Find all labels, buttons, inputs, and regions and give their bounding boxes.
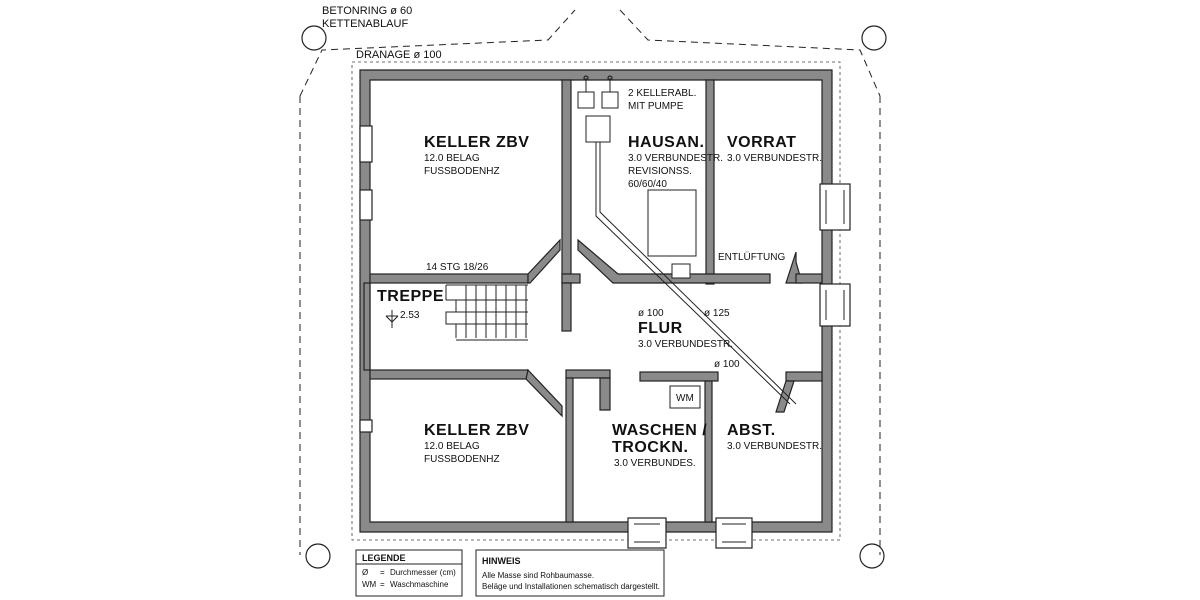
vent-box [671,263,691,279]
legend-row-2-symbol: WM [362,580,377,589]
room-keller-top-line1: 12.0 BELAG [424,153,480,164]
room-keller-bottom-name: KELLER ZBV [424,422,529,439]
room-waschen-line1: 3.0 VERBUNDES. [614,458,696,469]
hinweis-title: HINWEIS [482,556,521,566]
room-hausan-name: HAUSAN. [628,134,704,151]
kellerabl-label-2: MIT PUMPE [628,101,684,112]
legend-row-2-text: Waschmaschine [390,580,449,589]
wm-label: WM [676,393,694,404]
washing-machine-box [669,385,701,409]
concrete-rings [301,25,887,569]
pipe-label-100-a: ø 100 [638,308,664,319]
interior-walls [363,79,823,523]
hinweis-line2: Beläge und Installationen schematisch da… [482,582,660,591]
legend-row-1-eq: = [380,568,385,577]
room-waschen-name-1: WASCHEN / [612,422,707,439]
room-keller-bottom-line2: FUSSBODENHZ [424,454,500,465]
windows [359,125,851,549]
legend-title: LEGENDE [362,553,406,563]
stairs-label: 14 STG 18/26 [426,262,489,273]
room-keller-bottom-line1: 12.0 BELAG [424,441,480,452]
betonring-label: BETONRING ø 60 [322,5,412,17]
hinweis-box: HINWEIS Alle Masse sind Rohbaumasse. Bel… [475,549,665,597]
room-flur-line1: 3.0 VERBUNDESTR. [638,339,733,350]
hinweis-line1: Alle Masse sind Rohbaumasse. [482,571,594,580]
room-hausan-line3: 60/60/40 [628,179,667,190]
legend-row-1-text: Durchmesser (cm) [390,568,456,577]
room-flur-name: FLUR [638,320,683,337]
room-keller-top-name: KELLER ZBV [424,134,529,151]
pipe-label-125: ø 125 [704,308,730,319]
room-treppe-level: 2.53 [400,310,420,321]
kellerabl-label-1: 2 KELLERABL. [628,88,696,99]
room-hausan-line2: REVISIONSS. [628,166,692,177]
entlueftung-label: ENTLÜFTUNG [718,251,785,263]
room-hausan-line1: 3.0 VERBUNDESTR. [628,153,723,164]
manhole-bottom-left [305,543,331,569]
legend-row-1-symbol: Ø [362,568,368,577]
installations [577,75,797,409]
pump-box-1 [577,91,595,109]
pump-box-2 [601,91,619,109]
legend-row-2-eq: = [380,580,385,589]
level-marker-icon [385,310,399,328]
room-abst-name: ABST. [727,422,776,439]
manhole-top-left [301,25,327,51]
room-waschen-name-2: TROCKN. [612,439,688,456]
dranage-label: DRANAGE ø 100 [356,49,442,61]
kettenablauf-label: KETTENABLAUF [322,18,408,30]
room-treppe-name: TREPPE [377,288,444,305]
room-vorrat-name: VORRAT [727,134,796,151]
distribution-box [585,115,611,143]
manhole-bottom-right [859,543,885,569]
revision-shaft [647,189,697,257]
room-abst-line1: 3.0 VERBUNDESTR. [727,441,822,452]
staircase [445,284,528,341]
room-keller-top-line2: FUSSBODENHZ [424,166,500,177]
manhole-top-right [861,25,887,51]
legend-box: LEGENDE Ø = Durchmesser (cm) WM = Waschm… [355,549,463,597]
room-vorrat-line1: 3.0 VERBUNDESTR. [727,153,822,164]
pipe-label-100-b: ø 100 [714,359,740,370]
